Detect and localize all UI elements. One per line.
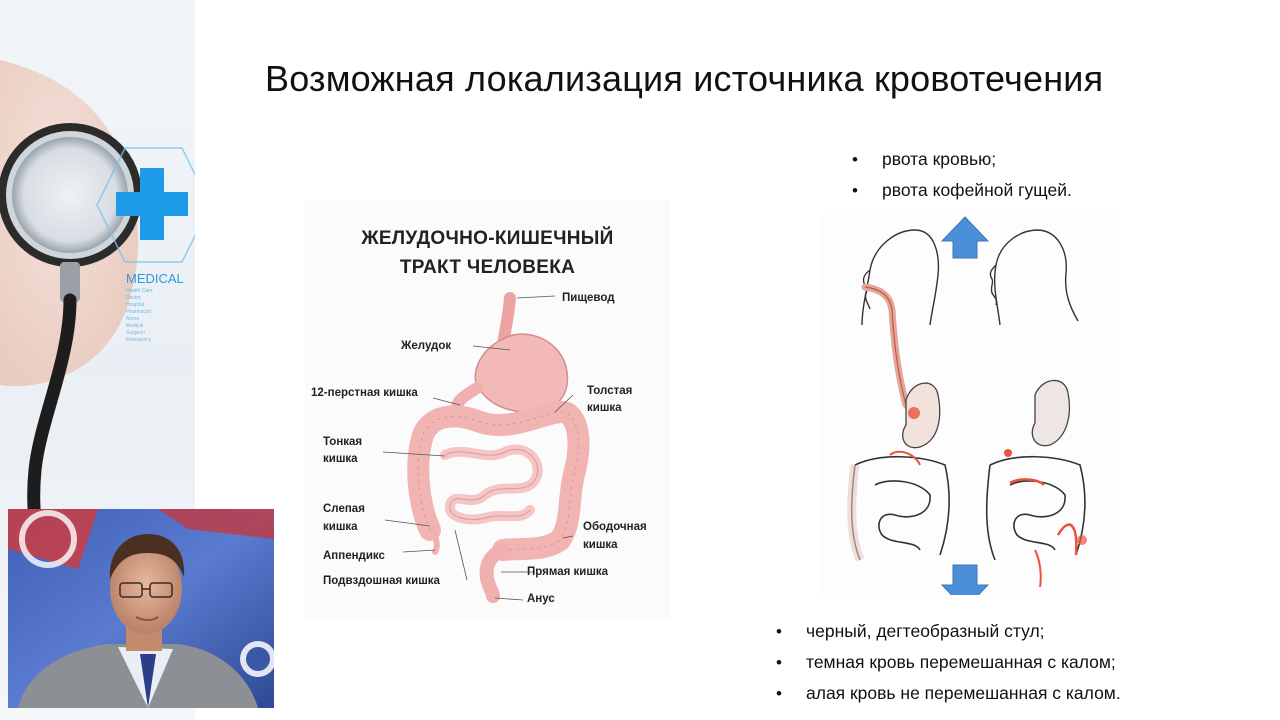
label-cecum-2: кишка [323,521,358,533]
label-small-intestine-1: Тонкая [323,436,363,448]
label-appendix: Аппендикс [323,550,385,562]
svg-text:Emergency: Emergency [126,337,152,343]
list-item: алая кровь не перемешанная с калом. [774,678,1121,709]
gi-tract-diagram: ЖЕЛУДОЧНО-КИШЕЧНЫЙ ТРАКТ ЧЕЛОВЕКА Пищево… [305,200,670,620]
svg-text:Pharmacist: Pharmacist [126,309,152,315]
list-item: черный, дегтеобразный стул; [774,616,1121,647]
presenter-video-frame [8,509,274,708]
svg-text:Surgeon: Surgeon [126,330,145,336]
label-colon-1: Ободочная [583,521,647,533]
presenter-webcam [8,509,274,708]
svg-text:Medical: Medical [126,323,143,329]
label-large-intestine-2: кишка [587,402,622,414]
label-esophagus: Пищевод [562,292,615,304]
label-duodenum: 12-перстная кишка [311,387,418,399]
slide-title: Возможная локализация источника кровотеч… [265,58,1104,99]
gi-title-line2: ТРАКТ ЧЕЛОВЕКА [399,257,576,278]
lower-bleeding-signs-list: черный, дегтеобразный стул; темная кровь… [774,616,1121,709]
svg-text:Hospital: Hospital [126,302,144,308]
arrow-down-icon [940,564,990,595]
svg-text:Health Care: Health Care [126,288,153,294]
label-anus: Анус [527,593,555,605]
svg-text:MEDICAL: MEDICAL [126,271,184,286]
upper-bleeding-signs-list: рвота кровью; рвота кофейной гущей. [850,144,1072,206]
list-item: темная кровь перемешанная с калом; [774,647,1121,678]
medical-cross-icon [116,168,188,240]
arrow-up-icon [940,216,990,259]
label-colon-2: кишка [583,539,618,551]
list-item: рвота кровью; [850,144,1072,175]
bleeding-source-diagram [820,215,1120,595]
list-item: рвота кофейной гущей. [850,175,1072,206]
gi-tract-illustration [382,292,590,603]
gi-title-line1: ЖЕЛУДОЧНО-КИШЕЧНЫЙ [361,228,614,249]
label-rectum: Прямая кишка [527,566,609,578]
label-small-intestine-2: кишка [323,453,358,465]
svg-text:Nurse: Nurse [126,316,140,322]
label-stomach: Желудок [401,340,452,352]
svg-text:Doctor: Doctor [126,295,141,301]
stethoscope-icon: MEDICAL Health Care Doctor Hospital Phar… [0,60,195,607]
bleeding-source-illustration [847,216,1087,595]
label-ileum: Подвздошная кишка [323,575,440,587]
label-cecum-1: Слепая [323,503,365,515]
label-large-intestine-1: Толстая [587,385,633,397]
